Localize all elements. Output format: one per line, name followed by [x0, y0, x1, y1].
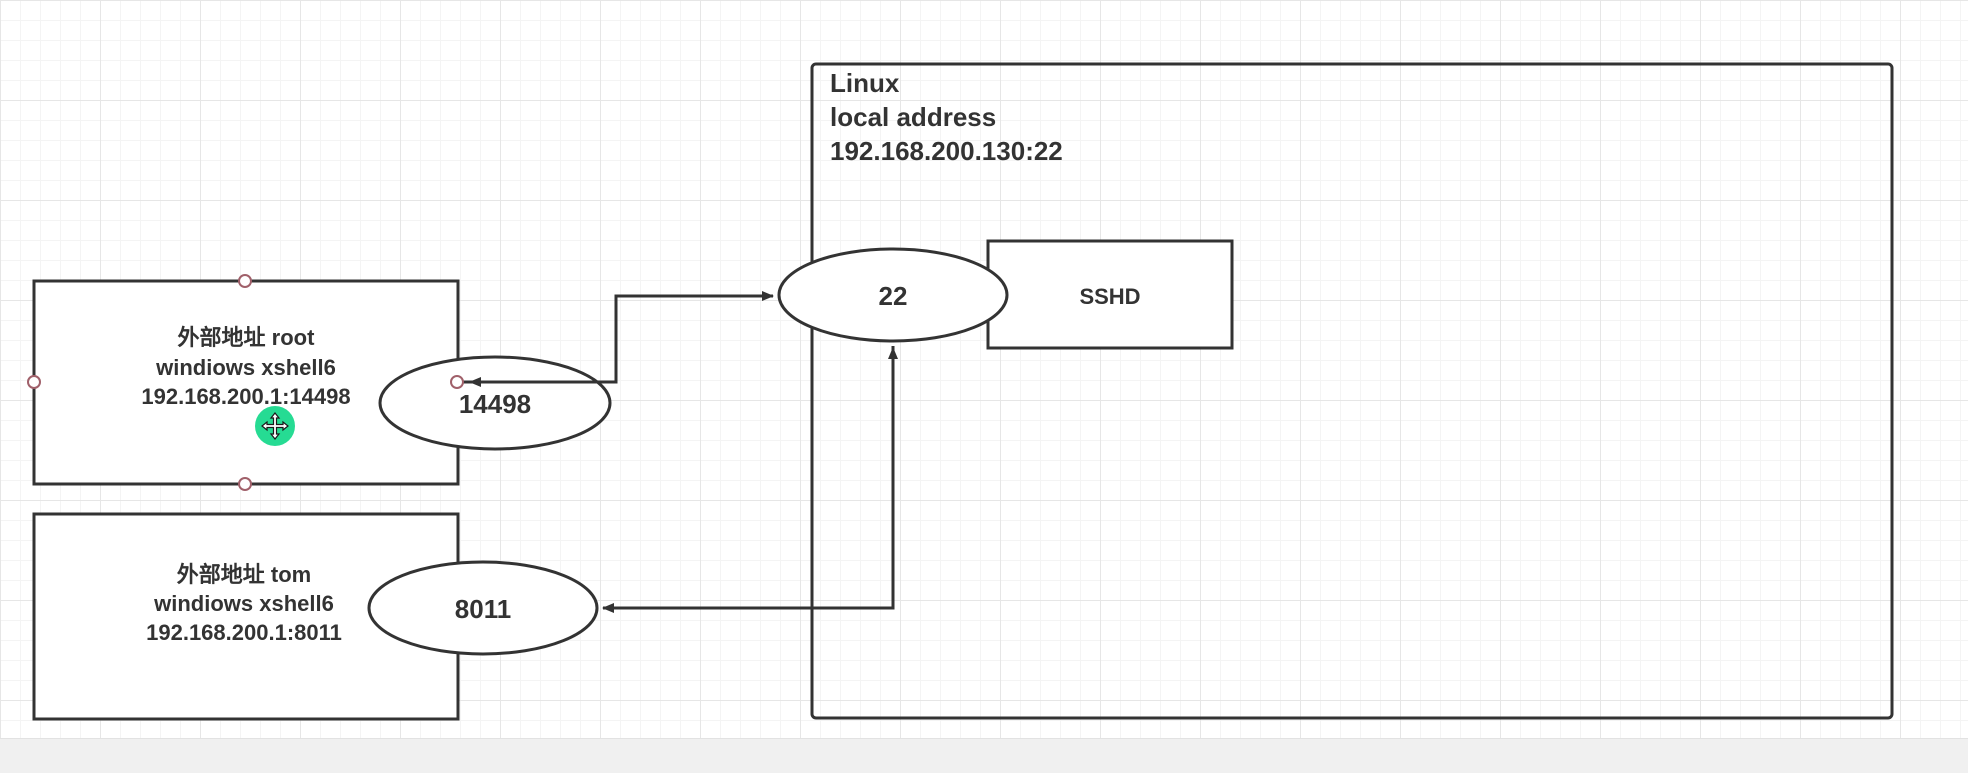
linux-container[interactable]: Linux local address 192.168.200.130:22: [810, 62, 1894, 720]
port-14498-node[interactable]: 14498: [378, 355, 612, 451]
selection-handle-left[interactable]: [27, 375, 41, 389]
port-8011-label: 8011: [455, 594, 511, 624]
selection-handle-right[interactable]: [450, 375, 464, 389]
client-root-line2: windiows xshell6: [155, 355, 336, 380]
port-14498-label: 14498: [459, 389, 531, 419]
sshd-box[interactable]: [986, 239, 1234, 350]
connector-22-to-8011[interactable]: [602, 346, 895, 613]
selection-handle-top[interactable]: [238, 274, 252, 288]
client-tom-line1: 外部地址 tom: [177, 562, 311, 587]
port-8011-node[interactable]: 8011: [367, 560, 599, 656]
linux-local-address-label: local address: [830, 102, 996, 132]
sshd-label: SSHD: [1079, 284, 1140, 309]
client-root-line1: 外部地址 root: [178, 325, 316, 350]
sshd-node[interactable]: SSHD: [986, 239, 1234, 350]
client-root-line3: 192.168.200.1:14498: [141, 384, 350, 409]
linux-box[interactable]: [810, 62, 1894, 720]
bottom-status-strip: [0, 738, 1968, 773]
port-8011-ellipse[interactable]: [367, 560, 599, 656]
linux-title: Linux: [830, 68, 900, 98]
port-22-ellipse[interactable]: [777, 247, 1009, 343]
client-tom-line2: windiows xshell6: [153, 591, 334, 616]
move-cursor-icon: [255, 406, 295, 446]
port-14498-ellipse[interactable]: [378, 355, 612, 451]
connector-14498-to-22[interactable]: [463, 291, 774, 384]
selection-handle-bottom[interactable]: [238, 477, 252, 491]
port-22-label: 22: [879, 281, 908, 311]
client-tom-line3: 192.168.200.1:8011: [146, 620, 342, 645]
linux-local-address-value: 192.168.200.130:22: [830, 136, 1063, 166]
selection-handles[interactable]: [27, 274, 464, 491]
port-22-node[interactable]: 22: [777, 247, 1009, 343]
